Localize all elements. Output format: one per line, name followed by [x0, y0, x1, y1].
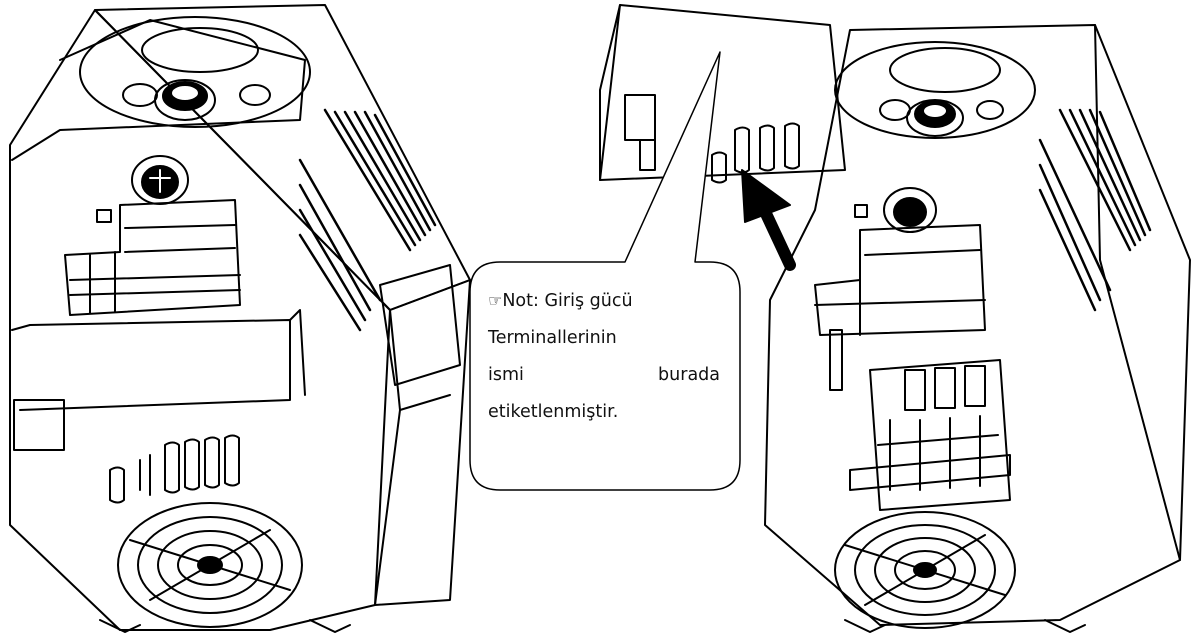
note-line-3b: burada: [658, 365, 720, 385]
note-prefix: Not: [502, 291, 534, 311]
connector-port: [131, 155, 189, 205]
front-cover: [599, 4, 846, 184]
callout-balloon: [469, 51, 741, 491]
control-knob-icon: [906, 99, 964, 137]
display-window: [141, 27, 259, 73]
keypad-bezel-right: [834, 41, 1036, 139]
note-line-3a: ismi: [488, 365, 524, 385]
insertion-arrow-icon: [741, 169, 796, 271]
vent-grille-lower: [109, 434, 240, 504]
keypad-bezel: [79, 16, 311, 128]
callout-text: ☞Not: Giriş gücü Terminallerinin ismi bur…: [488, 282, 720, 431]
power-terminals: [829, 329, 1011, 511]
note-line-4: etiketlenmiştir.: [488, 402, 619, 422]
note-line-2: Terminallerinin: [488, 328, 617, 348]
note-line-1: : Giriş gücü: [533, 291, 633, 311]
callout-line-3: ismi burada: [488, 357, 720, 394]
left-inverter: [9, 4, 471, 633]
side-vents: [298, 108, 437, 332]
right-inverter: [599, 4, 1191, 633]
terminal-block: [64, 199, 241, 316]
cooling-fan-icon: [117, 502, 303, 628]
control-knob-icon: [154, 79, 216, 121]
callout-line-1: ☞Not: Giriş gücü: [488, 282, 720, 320]
cooling-fan-icon: [834, 511, 1016, 629]
connector-port-right: [883, 187, 937, 233]
side-vents-right: [1038, 108, 1152, 312]
terminal-block-right: [814, 224, 986, 336]
pointing-hand-icon: ☞: [488, 291, 503, 310]
